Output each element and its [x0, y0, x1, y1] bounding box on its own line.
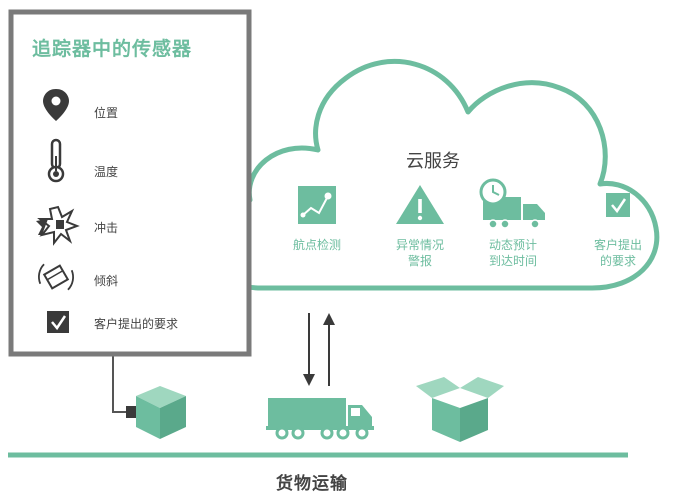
panel-title: 追踪器中的传感器: [32, 38, 193, 60]
sensor-label-impact: 冲击: [94, 221, 119, 235]
service-label-eta: 动态预计 到达时间: [488, 238, 537, 268]
impact-icon: [36, 205, 80, 246]
cargo-box-icon: [136, 386, 186, 439]
checkbox-icon: [47, 311, 69, 333]
tilt-icon: [38, 263, 74, 291]
footer-label: 货物运输: [276, 474, 348, 494]
tracker-icon: [126, 406, 138, 418]
cloud-title: 云服务: [406, 151, 460, 172]
tracker-connector: [112, 356, 128, 413]
sensor-label-tilt: 倾斜: [94, 274, 119, 288]
sensor-label-temperature: 温度: [94, 165, 119, 179]
sensor-label-customer-request: 客户提出的要求: [94, 317, 179, 331]
sensor-panel-frame: [8, 9, 252, 357]
checkbox-icon: [606, 193, 630, 217]
sensor-label-location: 位置: [94, 106, 119, 120]
warning-icon: [396, 185, 444, 224]
thermometer-icon: [47, 138, 65, 183]
open-box-icon: [416, 377, 504, 442]
service-label-alert: 异常情况 警报: [395, 238, 444, 268]
service-label-waypoint: 航点检测: [292, 238, 341, 252]
truck-icon: [266, 398, 374, 440]
service-label-customer-request: 客户提出 的要求: [593, 238, 642, 268]
truck-clock-icon: [479, 178, 545, 229]
route-chart-icon: [298, 186, 336, 224]
sync-arrows-icon: [303, 313, 335, 386]
location-pin-icon: [43, 89, 69, 121]
